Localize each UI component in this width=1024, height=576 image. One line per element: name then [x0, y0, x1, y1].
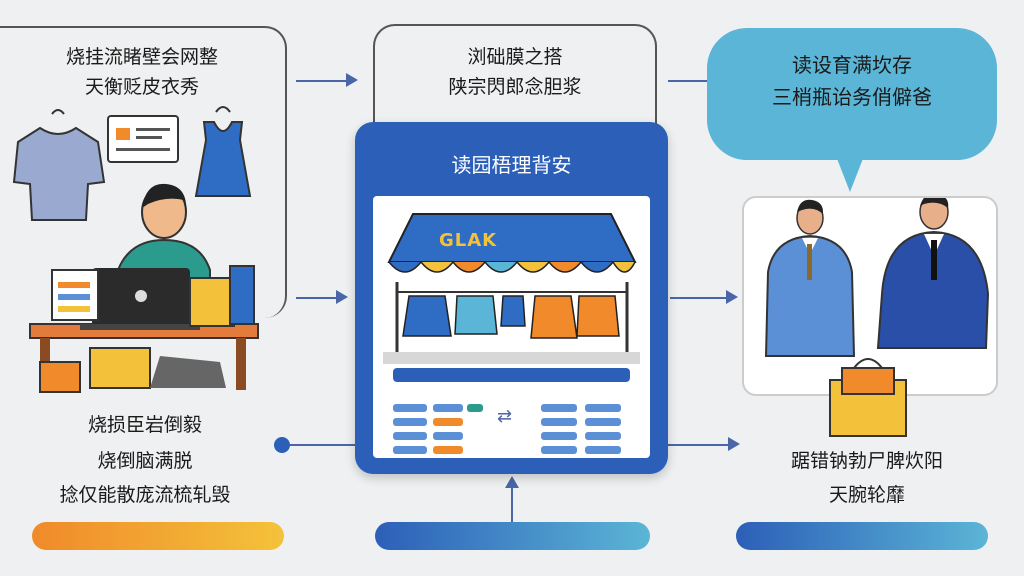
- swap-arrows-icon: ⇄: [497, 406, 513, 427]
- list-row: [541, 432, 577, 440]
- arrow-head-right-mid: [726, 290, 738, 304]
- shop-sign: GLAK: [439, 230, 498, 251]
- list-row: [433, 418, 463, 426]
- list-row: [585, 404, 621, 412]
- bubble-text-line2: 三梢瓶诒务俏僻爸: [772, 85, 932, 109]
- right-bottom-text-line1: 踞错钠勃尸脾炊阳: [790, 450, 943, 472]
- list-row: [467, 404, 483, 412]
- left-top-text-line2: 天衡贬皮衣秀: [84, 76, 199, 98]
- storefront-illustration: [383, 213, 640, 382]
- arrow-right-top: [668, 80, 708, 82]
- arrow-right-mid: [670, 297, 728, 299]
- list-row: [393, 404, 427, 412]
- man-blue-suit: [764, 199, 856, 357]
- app-title: 读园梧理背安: [451, 153, 572, 177]
- businessmen-card: [742, 196, 998, 396]
- arrow-head-left-mid: [336, 290, 348, 304]
- arrow-left-top: [296, 80, 350, 82]
- list-row: [541, 418, 577, 426]
- left-illustration: [12, 106, 259, 393]
- list-row: [585, 446, 621, 454]
- progress-bar-blue-mid: [375, 522, 650, 550]
- list-row: [433, 404, 463, 412]
- left-bottom-text-line3: 捻仅能散庞流梳轧毁: [59, 484, 231, 506]
- bubble-text-line1: 读设育满坎存: [792, 53, 912, 77]
- arrow-head-left-top: [346, 73, 358, 87]
- progress-bar-orange: [32, 522, 284, 550]
- tanktop-icon: [194, 106, 252, 197]
- app-screen: GLAK ⇄: [373, 196, 650, 458]
- middle-top-text-line2: 陕宗閃郎念胆浆: [448, 76, 582, 98]
- list-row: [541, 404, 577, 412]
- shopping-bag-icon: [829, 358, 907, 437]
- arrow-right-bottom: [668, 444, 730, 446]
- left-panel-outline: [0, 26, 287, 318]
- list-row: [585, 432, 621, 440]
- businessmen-illustration: [764, 198, 990, 357]
- id-card-icon: [107, 115, 179, 163]
- laptop-icon: [80, 268, 200, 330]
- speech-bubble-tail: [836, 156, 864, 192]
- progress-bar-blue-right: [736, 522, 988, 550]
- arrow-start-dot: [274, 437, 290, 453]
- left-bottom-text-line1: 烧损臣岩倒毅: [87, 414, 202, 436]
- list-row: [541, 446, 577, 454]
- speech-bubble: [707, 28, 997, 160]
- middle-top-text-line1: 浏础膜之搭: [467, 46, 563, 68]
- right-bottom-text-line2: 天腕轮靡: [828, 484, 905, 506]
- list-row: [585, 418, 621, 426]
- app-card: 读园梧理背安 GLAK: [355, 122, 668, 474]
- arrow-up-head: [505, 476, 519, 488]
- list-row: [393, 418, 427, 426]
- man-navy-suit: [876, 198, 990, 349]
- left-top-text-line1: 烧挂流睹壁会网整: [65, 46, 218, 68]
- middle-top-panel-outline: [373, 24, 657, 146]
- list-row: [433, 446, 463, 454]
- list-row: [393, 432, 427, 440]
- list-row: [433, 432, 463, 440]
- arrow-left-mid: [296, 297, 340, 299]
- arrow-left-bottom: [290, 444, 356, 446]
- list-row: [393, 446, 427, 454]
- tshirt-icon: [12, 109, 106, 221]
- arrow-up-line: [511, 486, 513, 522]
- arrow-head-right-bottom: [728, 437, 740, 451]
- left-bottom-text-line2: 烧倒脑满脱: [97, 450, 193, 472]
